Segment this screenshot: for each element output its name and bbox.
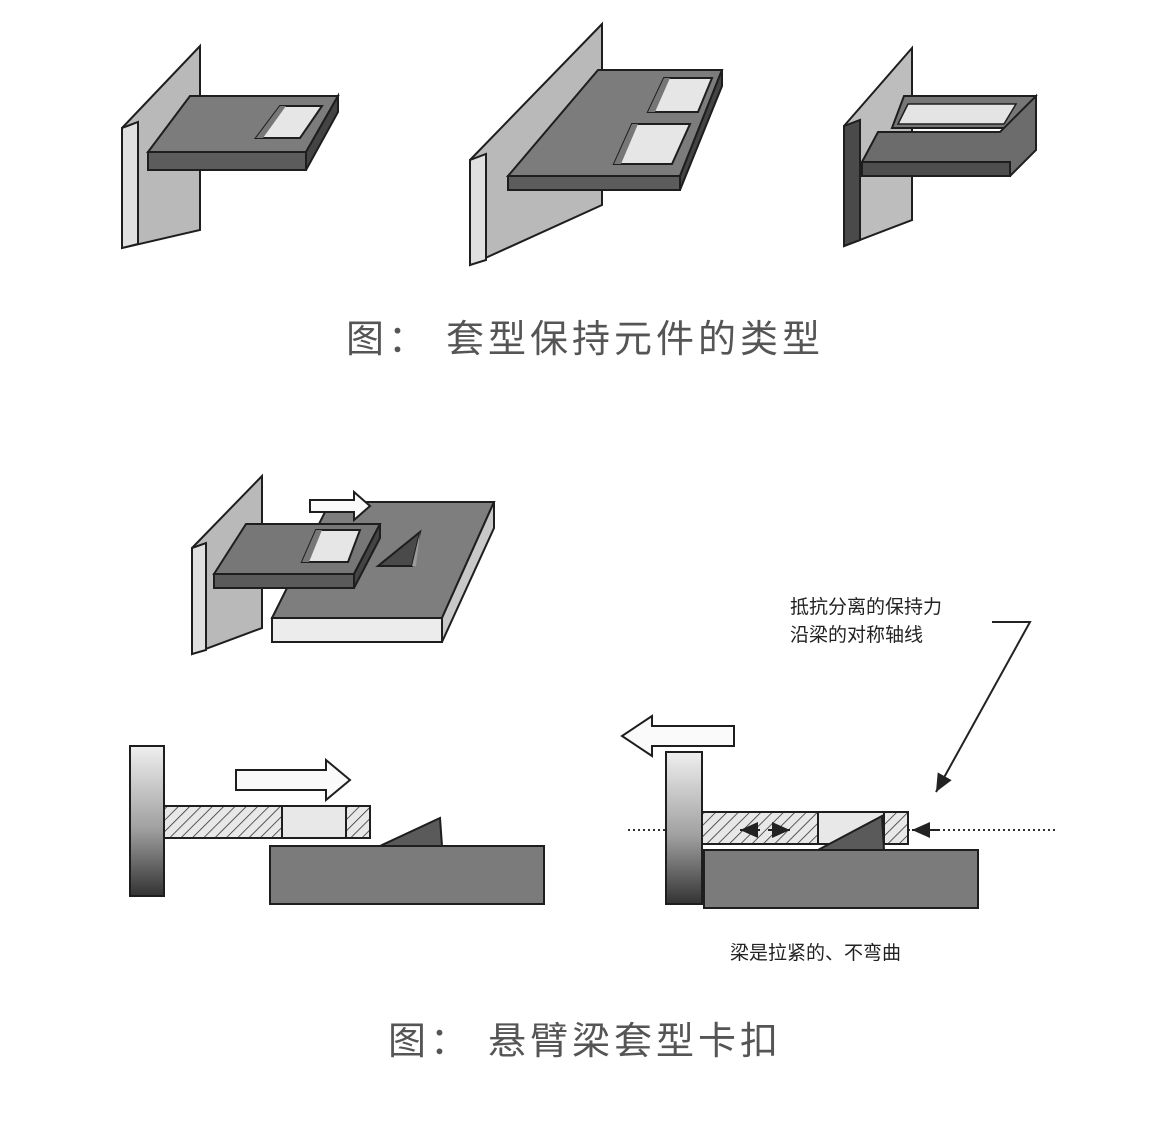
- figure-1-caption: 图： 套型保持元件的类型: [345, 317, 825, 361]
- assembly-3d-view: [191, 473, 496, 656]
- mating-part-section: [703, 849, 979, 909]
- wall-plate-edge: [121, 120, 139, 250]
- u-front-edge: [861, 161, 1011, 177]
- beam-side: [353, 523, 381, 589]
- insertion-arrow: [235, 757, 352, 803]
- figure-2-illustration: [129, 473, 1058, 909]
- insertion-arrow: [309, 489, 372, 523]
- beam-side: [305, 92, 339, 171]
- snap-ramp-section: [379, 816, 444, 847]
- beam-front: [213, 573, 355, 589]
- window-opening: [254, 105, 324, 139]
- snap-ramp-face: [378, 532, 420, 566]
- u-slot-gap: [896, 103, 1018, 125]
- single-window-retainer: [121, 43, 340, 250]
- beam-front: [507, 175, 681, 191]
- beam-state-label: 梁是拉紧的、不弯曲: [730, 942, 902, 964]
- wall-section: [129, 745, 165, 897]
- retention-force-label-line1: 抵抗分离的保持力: [790, 596, 943, 618]
- separation-arrow: [620, 714, 735, 758]
- wall-plate-edge: [843, 118, 861, 248]
- figure-2-caption: 图： 悬臂梁套型卡扣: [387, 1019, 783, 1063]
- figure-1-illustration: [121, 21, 1038, 267]
- window-inner-shadow: [614, 124, 638, 164]
- window-inner-shadow: [302, 530, 322, 562]
- retention-force-label-line2: 沿梁的对称轴线: [790, 624, 924, 646]
- mating-part-front: [271, 617, 443, 643]
- mating-part-section: [269, 845, 545, 905]
- window-inner-shadow: [648, 78, 670, 112]
- snap-ramp-section: [817, 814, 886, 851]
- beam-side: [679, 69, 723, 191]
- wall-plate-edge: [469, 152, 487, 267]
- mating-part-side: [441, 501, 495, 643]
- u-slot-retainer: [843, 45, 1038, 248]
- window-inner-shadow: [256, 106, 286, 138]
- wall-plate-edge: [191, 541, 207, 656]
- wall-section: [665, 751, 703, 905]
- callout-leader: [935, 621, 1032, 793]
- beam-front: [147, 151, 307, 171]
- double-window-retainer: [469, 21, 724, 267]
- section-latched: [620, 621, 1058, 909]
- beam-window-section: [281, 805, 347, 839]
- section-inserting: [129, 745, 545, 905]
